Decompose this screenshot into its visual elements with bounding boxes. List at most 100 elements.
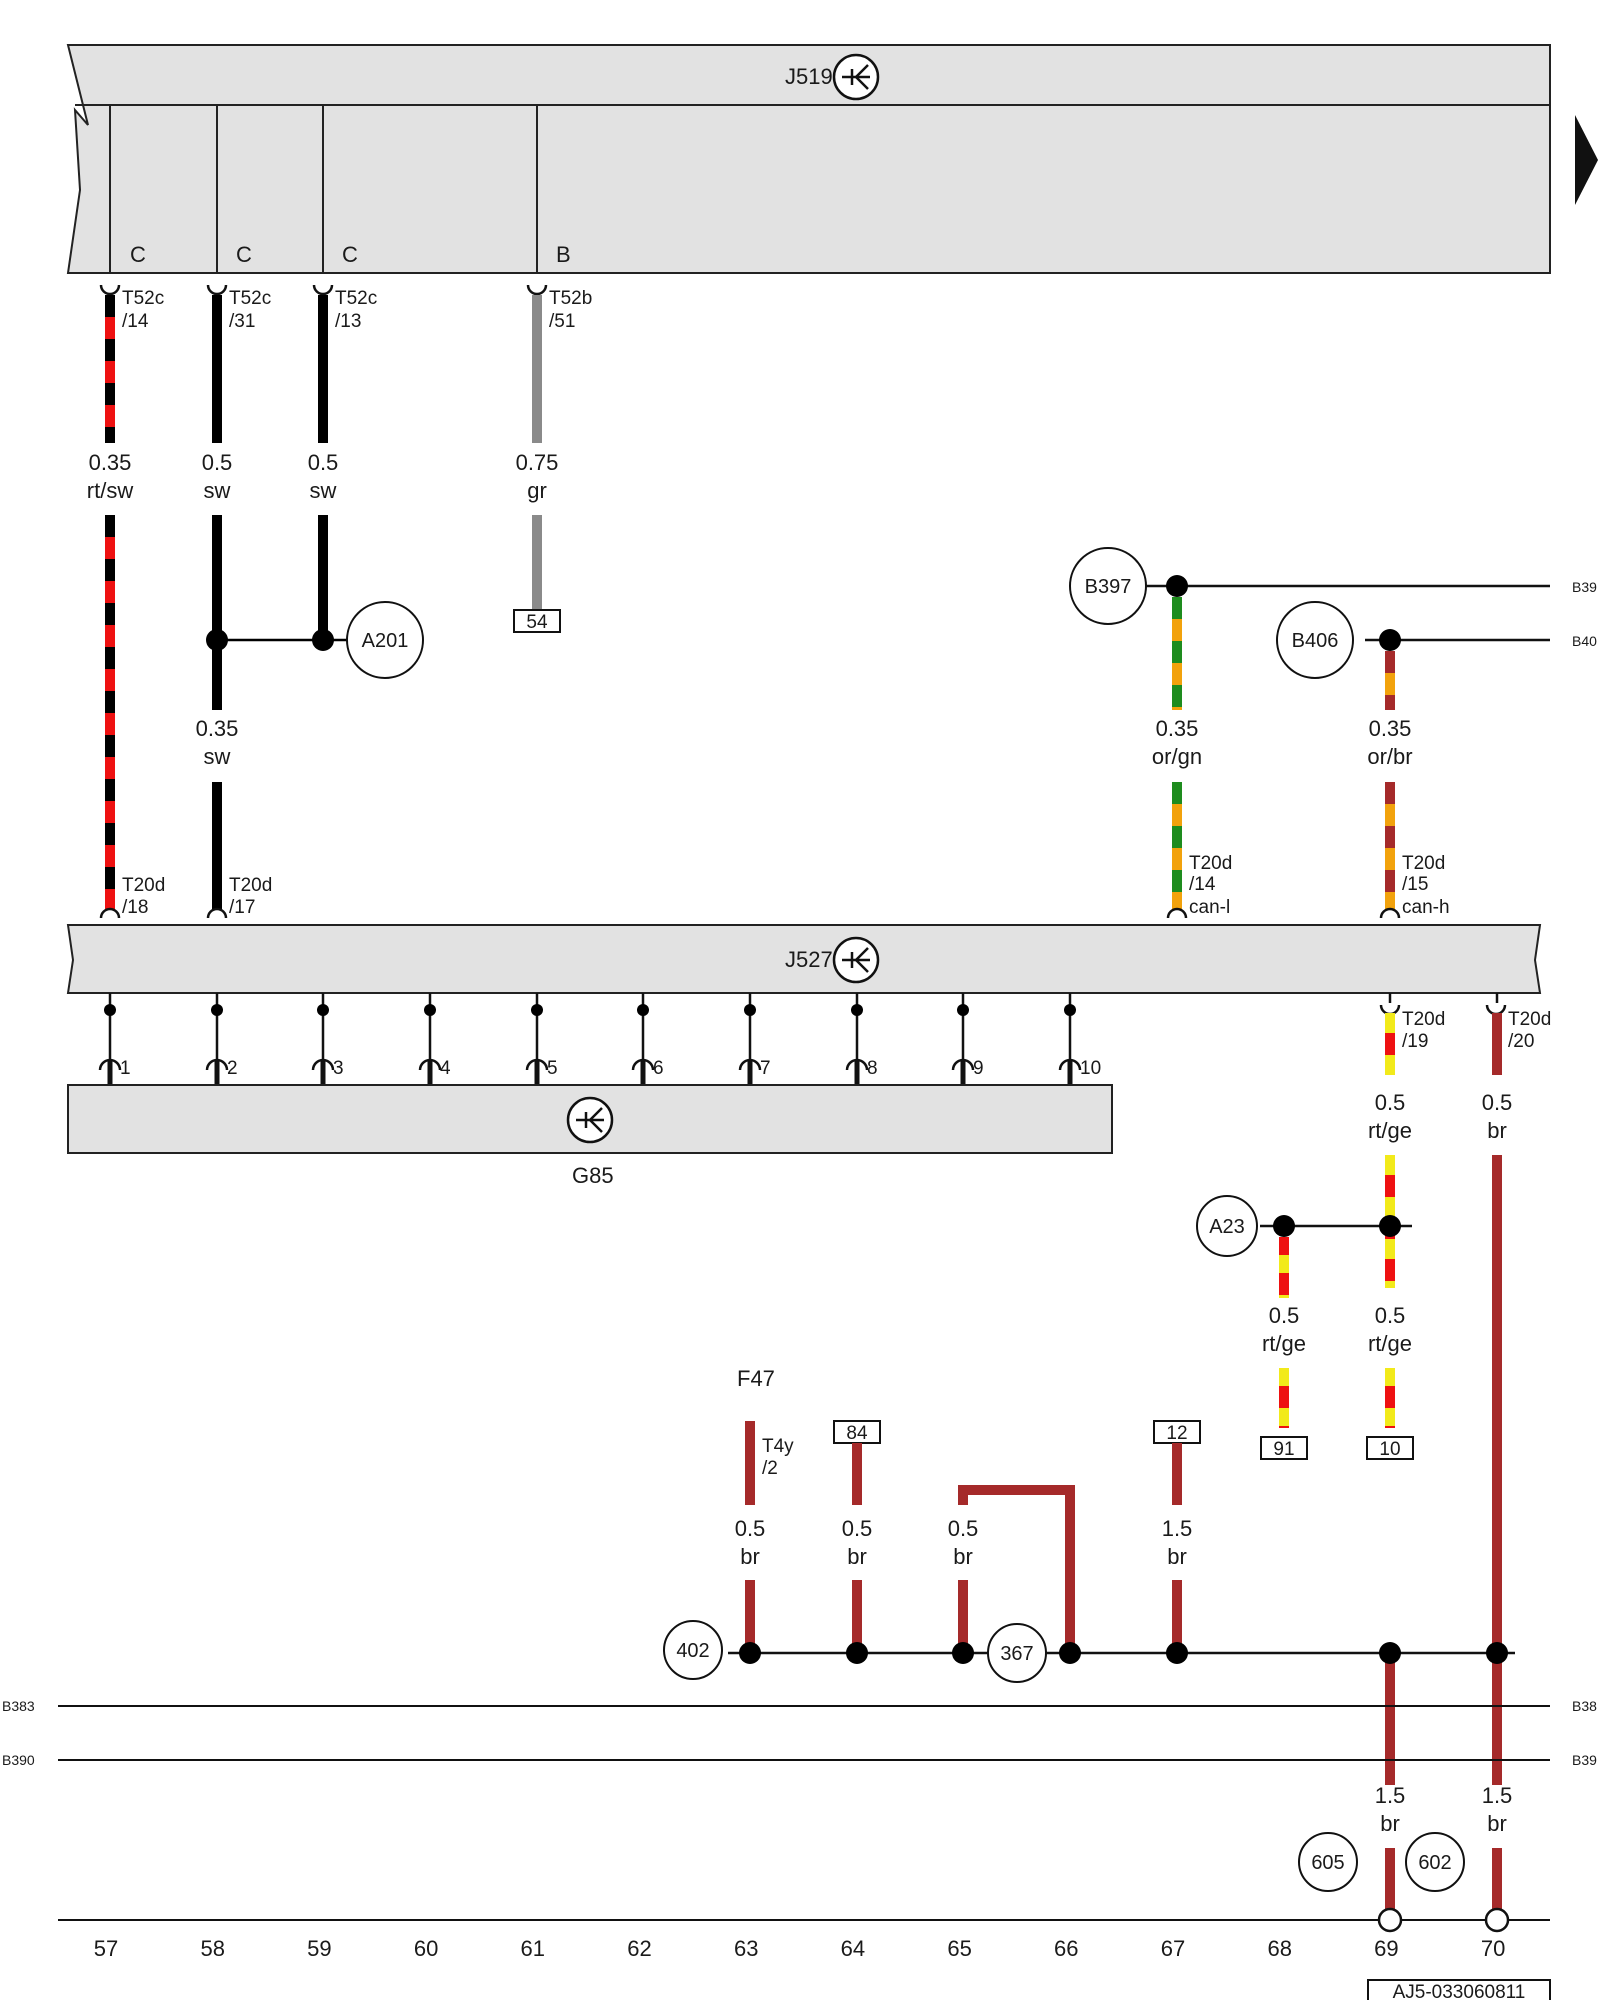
column-number: 61 bbox=[521, 1936, 545, 1961]
pin-label: T20d bbox=[1402, 853, 1445, 874]
column-number: 69 bbox=[1374, 1936, 1398, 1961]
pin-label: T52c bbox=[229, 288, 271, 309]
g85-label: G85 bbox=[572, 1163, 614, 1188]
wire-color: br bbox=[1380, 1811, 1400, 1836]
pin-label: /18 bbox=[122, 897, 148, 918]
wire-size: 0.5 bbox=[1375, 1303, 1406, 1328]
wire-color: br bbox=[1167, 1544, 1187, 1569]
wire-size: 0.35 bbox=[1156, 716, 1199, 741]
pin-label: /51 bbox=[549, 311, 575, 332]
terminal-label: 10 bbox=[1379, 1439, 1400, 1460]
column-number: 67 bbox=[1161, 1936, 1185, 1961]
column-number: 59 bbox=[307, 1936, 331, 1961]
pin-label: /20 bbox=[1508, 1031, 1534, 1052]
wire-color: br bbox=[740, 1544, 760, 1569]
j519-pin-labels: T52c /14 T52c /31 T52c /13 T52b /51 bbox=[122, 288, 592, 332]
g85-pin-number: 10 bbox=[1080, 1058, 1101, 1079]
pin-label: T52b bbox=[549, 288, 592, 309]
sensor-icon bbox=[566, 1096, 614, 1144]
terminal-label: 12 bbox=[1166, 1423, 1187, 1444]
g85-component: G85 bbox=[67, 1084, 1113, 1188]
continuation-arrow-icon bbox=[1575, 115, 1598, 205]
pin-label: T4y bbox=[762, 1436, 794, 1457]
connection-402: 402 bbox=[663, 1620, 723, 1680]
wire-59-sw bbox=[206, 295, 347, 651]
column-number: 60 bbox=[414, 1936, 438, 1961]
j519-control-unit: J519 C C C B bbox=[66, 44, 1598, 274]
pin-label: /14 bbox=[122, 311, 149, 332]
connection-label: A23 bbox=[1209, 1216, 1245, 1238]
g85-pin-number: 1 bbox=[120, 1058, 131, 1079]
f47-label: F47 bbox=[737, 1366, 775, 1391]
j527-control-unit: J527 bbox=[66, 924, 1542, 994]
side-label: B383 bbox=[2, 1698, 35, 1714]
wire-color: br bbox=[953, 1544, 973, 1569]
g85-pin-number: 7 bbox=[760, 1058, 771, 1079]
terminal-box-12: 12 bbox=[1153, 1420, 1201, 1444]
wire-size: 0.5 bbox=[1375, 1090, 1406, 1115]
pin-label: /17 bbox=[229, 897, 255, 918]
brown-wires bbox=[745, 1421, 1502, 1910]
pin-label: /14 bbox=[1189, 874, 1216, 895]
j519-connector-c: C bbox=[236, 242, 252, 267]
g85-pin-number: 5 bbox=[547, 1058, 558, 1079]
side-label: B39 bbox=[1572, 579, 1597, 595]
pin-label: T20d bbox=[122, 875, 165, 896]
connection-label: B406 bbox=[1292, 630, 1339, 652]
terminal-label: 91 bbox=[1273, 1439, 1294, 1460]
diagram-code: AJ5-033060811 bbox=[1367, 1979, 1551, 2000]
terminal-box-84: 84 bbox=[833, 1420, 881, 1444]
wire-color: rt/ge bbox=[1368, 1331, 1412, 1356]
wire-size: 0.35 bbox=[89, 450, 132, 475]
connection-label: 367 bbox=[1000, 1643, 1033, 1665]
side-label: B40 bbox=[1572, 633, 1597, 649]
g85-pin: 5 bbox=[525, 993, 558, 1085]
pin-label: /31 bbox=[229, 311, 255, 332]
column-number: 64 bbox=[841, 1936, 865, 1961]
g85-pin-number: 4 bbox=[440, 1058, 451, 1079]
bus-b383: B383 B38 bbox=[2, 1698, 1597, 1714]
pin-label: /15 bbox=[1402, 874, 1428, 895]
ground-point-icon bbox=[1484, 1907, 1510, 1933]
wire-size: 0.5 bbox=[308, 450, 339, 475]
column-number: 63 bbox=[734, 1936, 758, 1961]
pin-label: T20d bbox=[229, 875, 272, 896]
column-number: 68 bbox=[1267, 1936, 1291, 1961]
column-number: 57 bbox=[94, 1936, 118, 1961]
wire-color: sw bbox=[310, 478, 337, 503]
column-number: 65 bbox=[947, 1936, 971, 1961]
wire-color: sw bbox=[204, 478, 231, 503]
ground-bus bbox=[728, 1642, 1515, 1664]
bus-b390: B390 B39 bbox=[2, 1752, 1597, 1768]
wire-size: 0.5 bbox=[1269, 1303, 1300, 1328]
column-number: 70 bbox=[1481, 1936, 1505, 1961]
g85-pin: 9 bbox=[951, 993, 984, 1085]
pin-label: /13 bbox=[335, 311, 361, 332]
g85-pin: 3 bbox=[311, 993, 344, 1085]
wire-size: 1.5 bbox=[1162, 1516, 1193, 1541]
column-number: 62 bbox=[627, 1936, 651, 1961]
column-number: 58 bbox=[200, 1936, 224, 1961]
g85-pin: 6 bbox=[631, 993, 664, 1085]
side-label: B39 bbox=[1572, 1752, 1597, 1768]
g85-pin: 4 bbox=[418, 993, 451, 1085]
wire-color: rt/sw bbox=[87, 478, 134, 503]
wire-size: 0.35 bbox=[1369, 716, 1412, 741]
pin-label: T20d bbox=[1402, 1009, 1445, 1030]
wire-color: br bbox=[1487, 1811, 1507, 1836]
wire-size: 0.5 bbox=[948, 1516, 979, 1541]
j519-label: J519 bbox=[785, 64, 833, 89]
wire-color: br bbox=[1487, 1118, 1507, 1143]
wire-color: or/br bbox=[1367, 744, 1412, 769]
j527-top-pins: T20d /18 T20d /17 T20d /14 can-l T20d /1… bbox=[99, 853, 1450, 919]
bus-b397: B397 B39 bbox=[1069, 547, 1597, 625]
wire-size: 0.5 bbox=[842, 1516, 873, 1541]
j527-bottom-pins: T20d /19 T20d /20 bbox=[1379, 993, 1551, 1052]
g85-pin: 8 bbox=[845, 993, 878, 1085]
g85-pin-number: 9 bbox=[973, 1058, 984, 1079]
wire-size: 1.5 bbox=[1375, 1783, 1406, 1808]
j519-connector-c: C bbox=[130, 242, 146, 267]
g85-pin-number: 6 bbox=[653, 1058, 664, 1079]
